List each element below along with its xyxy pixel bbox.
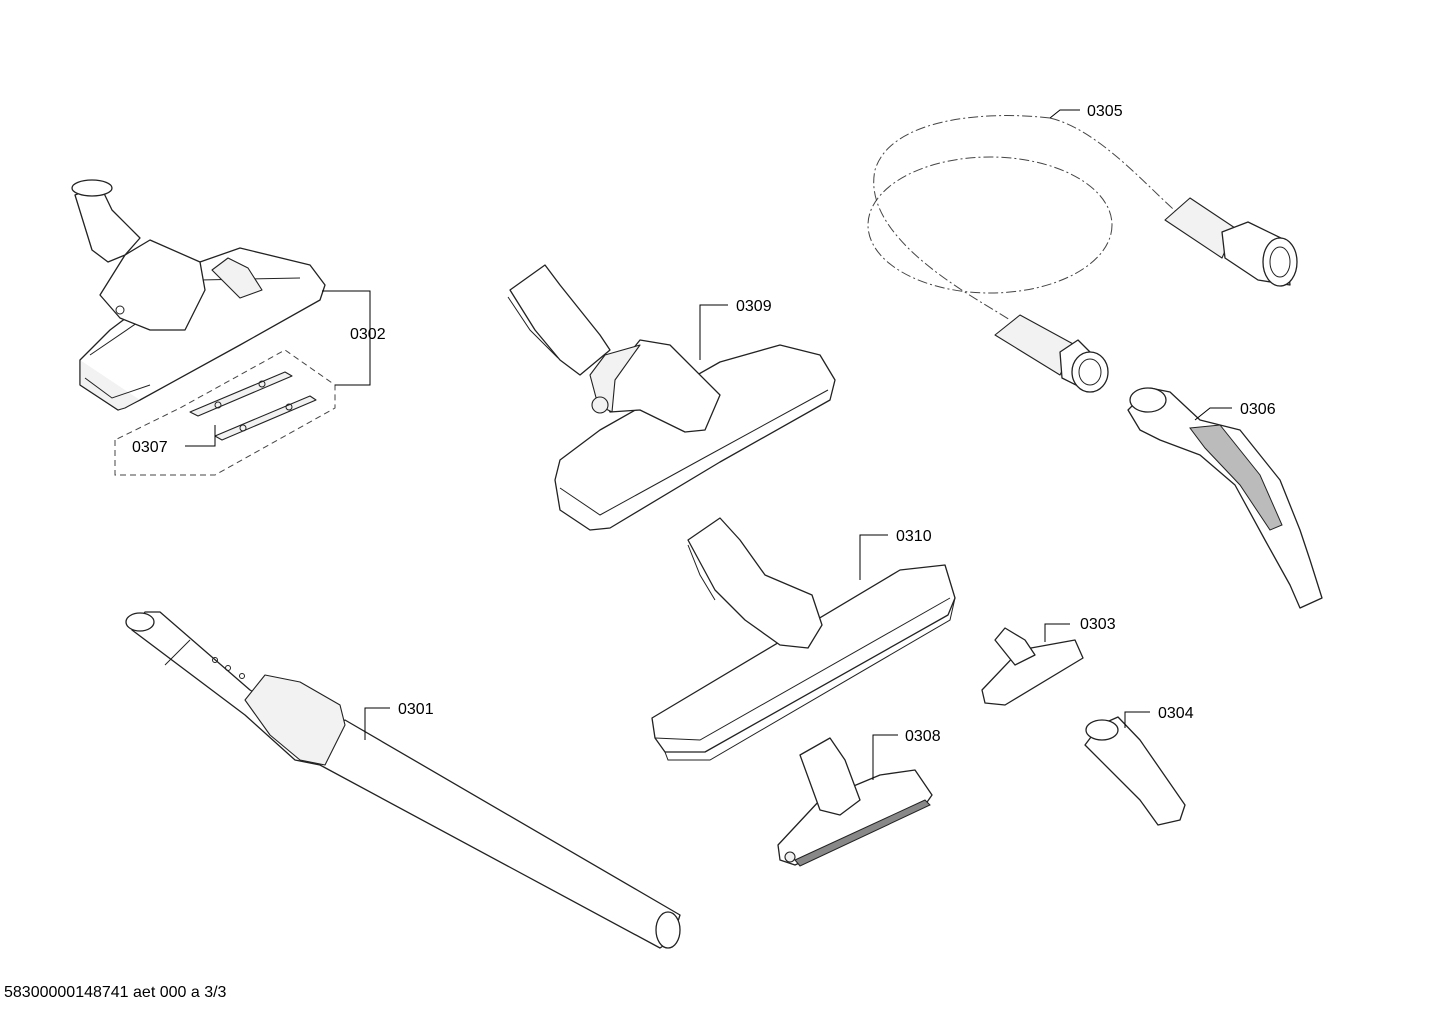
leader-0308 <box>872 734 898 780</box>
label-0301: 0301 <box>398 701 434 718</box>
part-0306-handle <box>1127 387 1323 609</box>
label-0309: 0309 <box>736 298 772 315</box>
leader-0301 <box>364 707 390 740</box>
label-0305: 0305 <box>1087 103 1123 120</box>
leader-0310 <box>859 534 888 580</box>
leader-0305 <box>1049 109 1080 119</box>
group-outline-0302 <box>114 349 336 476</box>
label-0307: 0307 <box>132 439 168 456</box>
label-0308: 0308 <box>905 728 941 745</box>
label-0306: 0306 <box>1240 401 1276 418</box>
part-0305-hose <box>867 115 1298 393</box>
label-0310: 0310 <box>896 528 932 545</box>
leader-0302 <box>322 290 371 386</box>
part-0308-upholstery-nozzle <box>777 737 933 867</box>
part-0302-floor-nozzle <box>71 179 326 411</box>
label-0302: 0302 <box>350 326 386 343</box>
label-0304: 0304 <box>1158 705 1194 722</box>
leader-0309 <box>699 304 728 360</box>
label-0303: 0303 <box>1080 616 1116 633</box>
leader-0306 <box>1194 407 1232 421</box>
footer-document-id: 58300000148741 aet 000 a 3/3 <box>4 984 227 1001</box>
part-0301-telescopic-tube <box>125 611 681 949</box>
leader-0307 <box>185 425 216 447</box>
part-0307-brush-strips <box>189 371 317 441</box>
leader-0303 <box>1044 623 1070 642</box>
part-0310-hard-floor-nozzle <box>651 517 956 761</box>
leader-0304 <box>1124 711 1150 728</box>
part-0304-crevice-tool <box>1084 716 1186 826</box>
part-0309-parquet-nozzle <box>507 264 836 531</box>
part-0303-upholstery-tool <box>981 627 1084 706</box>
